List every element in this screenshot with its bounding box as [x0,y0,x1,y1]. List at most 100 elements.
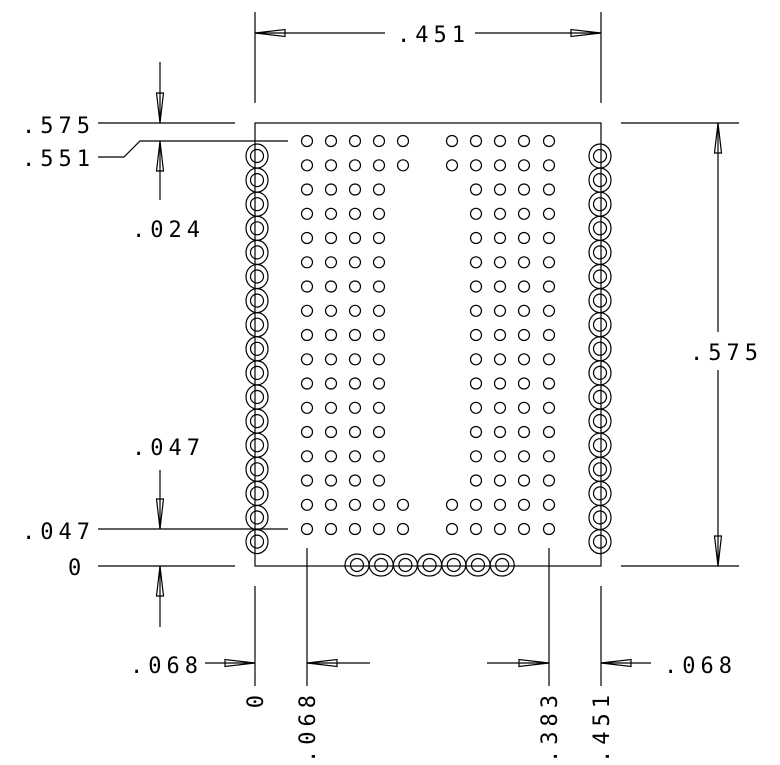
grid-pin [348,353,362,366]
grid-pin [542,304,556,317]
grid-pin [372,425,386,439]
grid-pin [542,183,556,196]
bottom-pad [344,553,370,577]
grid-pin [517,498,531,511]
grid-pin [300,401,314,414]
grid-pin [348,159,362,172]
grid-pin [542,231,556,245]
left-pad-hole [249,221,265,236]
grid-pin [372,207,386,220]
grid-pin [300,183,314,196]
grid-pin [469,256,483,269]
right-pad [588,480,612,506]
grid-pin [372,328,386,342]
bottom-pad [489,553,515,577]
bottom-x-0-label: 0 [244,690,269,708]
grid-pin [517,328,531,342]
grid-pin [300,498,314,511]
grid-pin [469,183,483,196]
bottom-x-451-label: .451 [590,690,615,763]
grid-pin [542,450,556,463]
grid-pin [348,377,362,390]
left-pad [245,408,269,434]
bottom-pad [368,553,394,577]
right-pad-hole [592,365,608,380]
grid-pin [348,450,362,463]
grid-pin [469,280,483,293]
left-pad-hole [249,486,265,501]
grid-pin [445,159,459,172]
grid-pin [324,401,338,414]
grid-pin [493,328,507,342]
grid-pin [300,425,314,439]
side-pads [245,143,612,577]
right-pad-hole [592,486,608,501]
bottom-pad-hole [422,557,437,573]
bottom-left-offset-label: .068 [130,654,203,679]
left-lower-label: .047 [22,520,95,545]
grid-pin [542,207,556,220]
grid-pin [493,425,507,439]
grid-pin [469,304,483,317]
left-pad [245,456,269,482]
grid-pin [542,498,556,511]
grid-pin [300,522,314,536]
grid-pin [469,450,483,463]
package-outline [254,122,602,567]
bottom-dimensions: .068 .068 0 .068 .383 .451 [130,548,732,763]
grid-pin [300,304,314,317]
left-second-label: .551 [22,147,95,172]
grid-pin [542,280,556,293]
grid-pin [493,498,507,511]
grid-pin [493,159,507,172]
bottom-pad-hole [398,557,413,573]
grid-pin [542,353,556,366]
grid-pin [517,207,531,220]
grid-pin [300,231,314,245]
grid-pin [542,134,556,148]
grid-pin [324,377,338,390]
right-pad-hole [592,148,608,164]
grid-pin [542,474,556,487]
grid-pin [324,207,338,220]
left-pad-hole [249,462,265,477]
left-pad-hole [249,534,265,549]
grid-pin [493,401,507,414]
right-pad [588,384,612,410]
bottom-pad-hole [349,557,365,573]
grid-pin [348,522,362,536]
grid-pin [324,183,338,196]
left-pad-hole [249,438,265,453]
bottom-pad-hole [495,557,510,573]
grid-pin [348,280,362,293]
grid-pin [542,401,556,414]
grid-pin [493,304,507,317]
grid-pin [348,256,362,269]
grid-pin [493,450,507,463]
grid-pin [517,450,531,463]
right-pad-hole [592,389,608,405]
grid-pin [348,425,362,439]
grid-pin [493,207,507,220]
right-pad-hole [592,341,608,356]
left-pad-hole [249,148,265,164]
left-pad [245,215,269,241]
pin-grid [300,134,556,536]
grid-pin [469,159,483,172]
grid-pin [493,377,507,390]
grid-pin [372,256,386,269]
left-pad-hole [249,293,265,308]
grid-pin [324,134,338,148]
right-pad [588,408,612,434]
top-width-dimension: .451 [254,12,602,103]
right-pad [588,504,612,531]
left-pad-hole [249,317,265,332]
left-pad-hole [249,389,265,405]
right-pad [588,167,612,193]
right-pad [588,360,612,386]
grid-pin [300,280,314,293]
grid-pin [469,522,483,536]
grid-pin [300,328,314,342]
grid-pin [348,474,362,487]
left-pad [245,263,269,290]
